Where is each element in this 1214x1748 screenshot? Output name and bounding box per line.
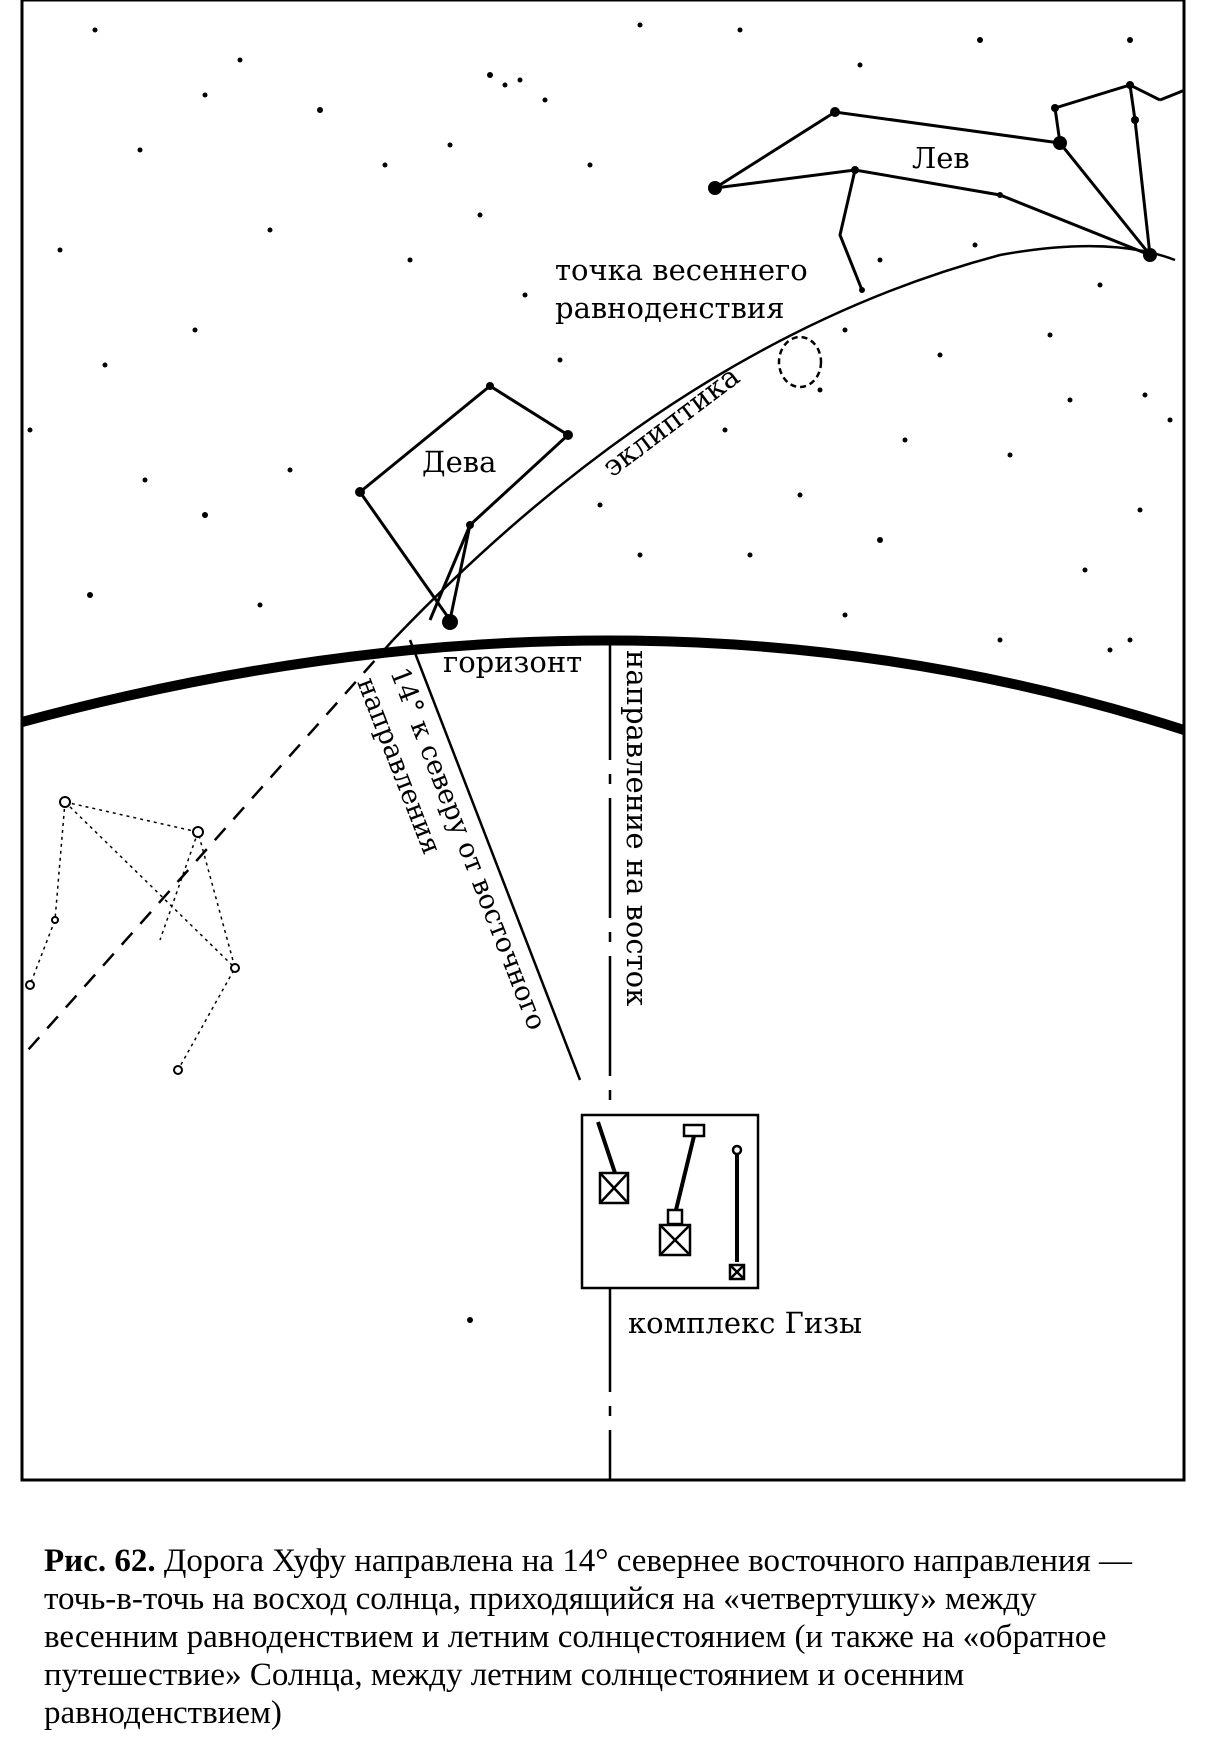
- caption-text: Дорога Хуфу направлена на 14° севернее в…: [44, 1543, 1132, 1731]
- diagram-frame: [20, 0, 1186, 1482]
- north-offset-label-line1: 14° к северу от восточного: [383, 663, 551, 1034]
- figure-caption: Рис. 62. Дорога Хуфу направлена на 14° с…: [44, 1542, 1174, 1732]
- setting-constellation-stars: [25, 796, 240, 1075]
- ecliptic-line: [392, 244, 1176, 641]
- leo-stars: [708, 81, 1157, 293]
- leo-label: Лев: [912, 141, 970, 175]
- horizon-line: [20, 635, 1186, 735]
- ecliptic-label: эклиптика: [596, 359, 746, 484]
- virgo-stars: [355, 382, 573, 630]
- star-field: [27, 22, 1173, 1323]
- giza-pyramids: [596, 1121, 746, 1281]
- vernal-equinox-marker: [777, 335, 823, 389]
- sky-diagram: Лев точка весеннего равноденствия эклипт…: [20, 0, 1186, 1482]
- vernal-equinox-label-line1: точка весеннего: [555, 253, 808, 287]
- giza-complex-label: комплекс Гизы: [628, 1306, 862, 1340]
- setting-constellation: [29, 801, 236, 1071]
- horizon-label: горизонт: [443, 645, 582, 679]
- virgo-constellation: [358, 384, 571, 624]
- ecliptic-below-horizon: [27, 639, 394, 1051]
- figure-number: Рис. 62.: [44, 1543, 156, 1579]
- east-direction-label: направление на восток: [620, 650, 654, 1006]
- khufu-causeway-direction: [408, 639, 582, 1081]
- vernal-equinox-label-line2: равноденствия: [555, 291, 785, 325]
- virgo-label: Дева: [422, 445, 496, 479]
